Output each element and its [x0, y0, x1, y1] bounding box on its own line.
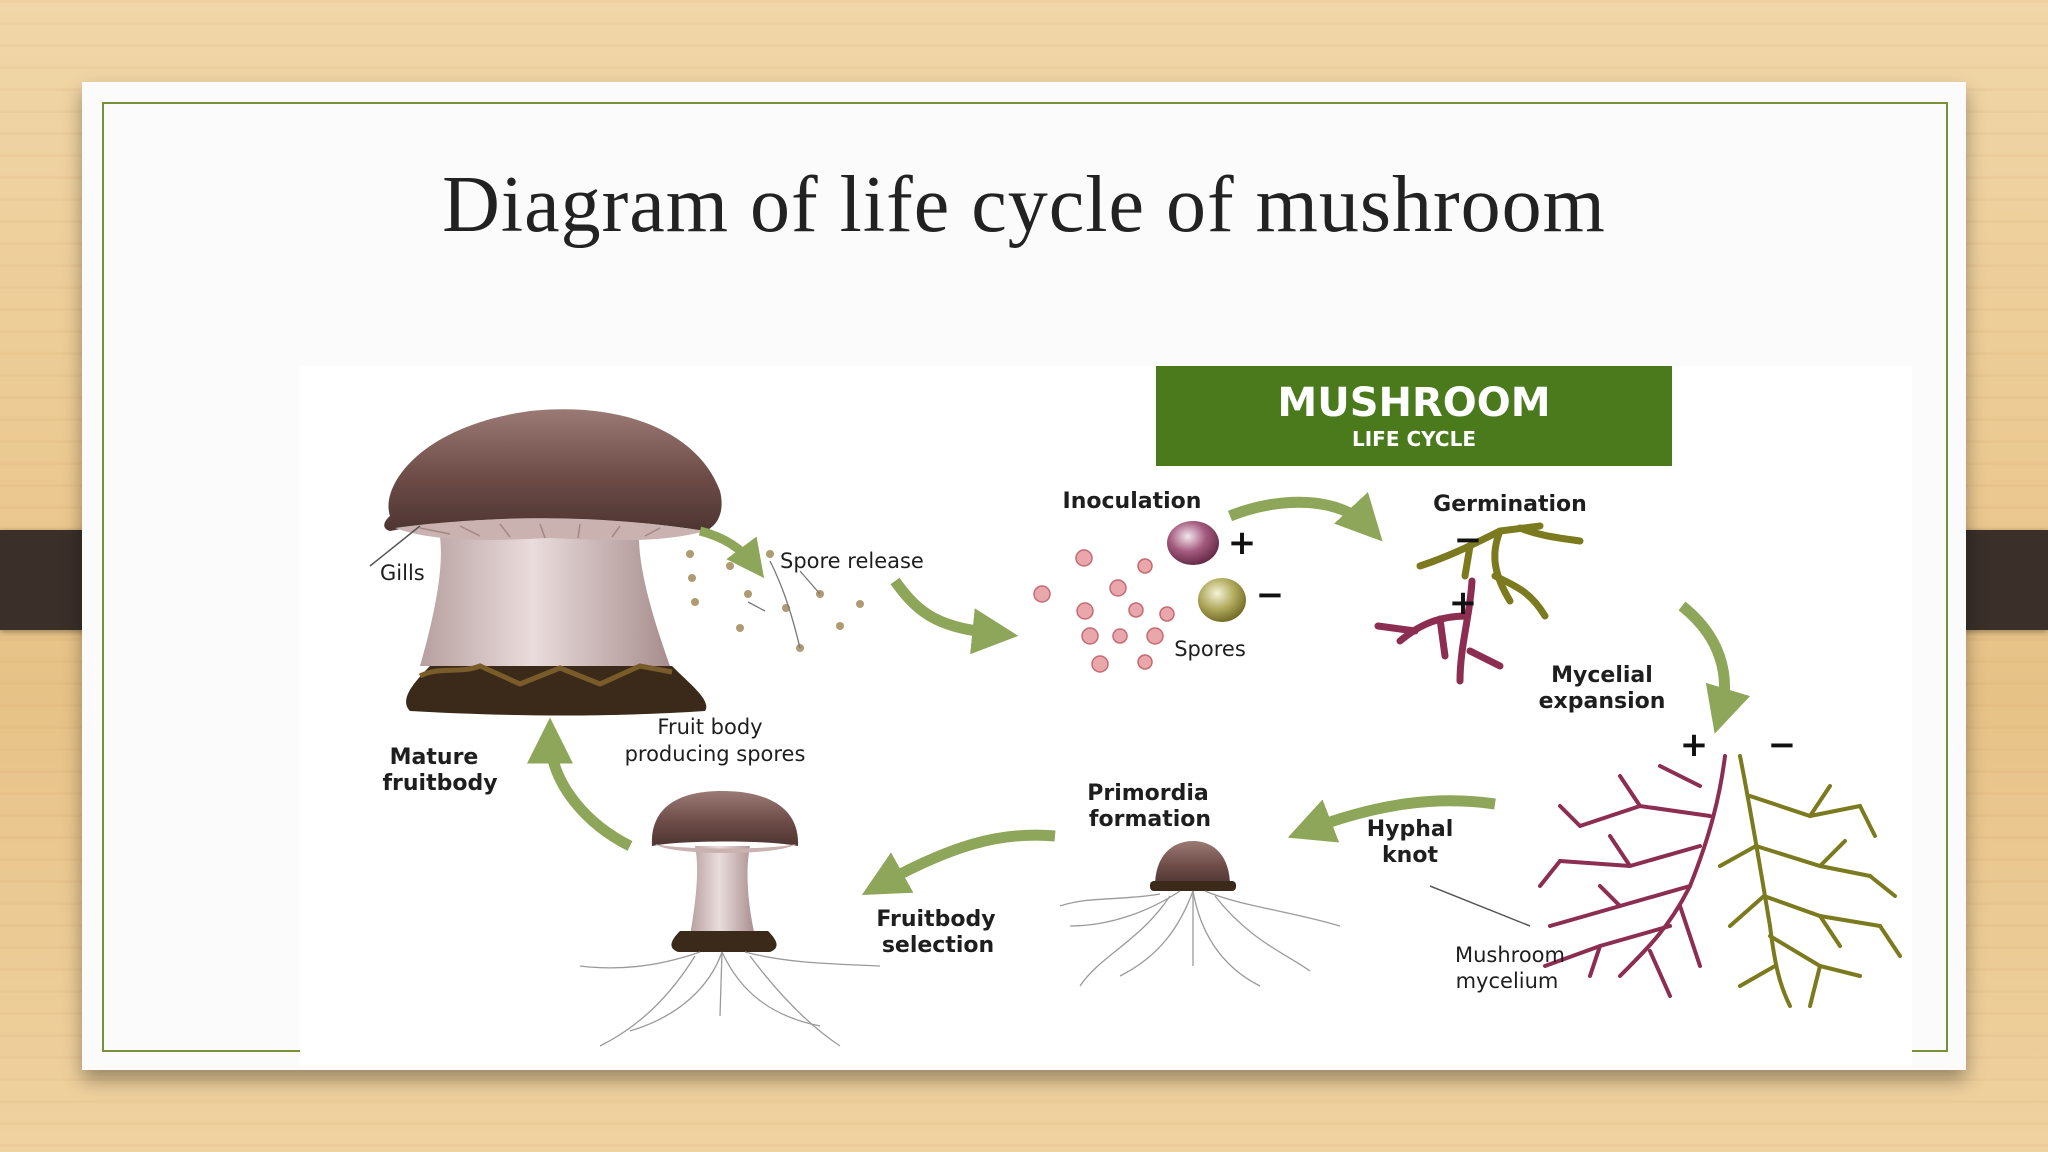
- gills-pointer: [369, 525, 421, 567]
- mycelial-expansion-label-line2: expansion: [1539, 689, 1666, 714]
- large-mushroom-illustration: [384, 409, 722, 716]
- arrow-to-primordia: [1287, 795, 1496, 843]
- mycelium-plus-sign: +: [1680, 725, 1709, 765]
- mushroom-mycelium-label-line2: mycelium: [1456, 969, 1559, 993]
- life-cycle-banner: MUSHROOM LIFE CYCLE: [1156, 366, 1672, 466]
- minus-spore: [1198, 578, 1246, 622]
- inoculum-spores: [1033, 549, 1175, 673]
- primordia-label-line2: formation: [1089, 807, 1211, 832]
- hyphal-knot-label-line1: Hyphal: [1367, 817, 1454, 842]
- fruit-body-label-line2: producing spores: [625, 742, 806, 766]
- mature-fruitbody-label-line2: fruitbody: [382, 771, 497, 796]
- mycelium-minus-sign: −: [1768, 725, 1797, 765]
- small-mushroom-illustration: [579, 791, 881, 1047]
- minus-germinating-hyphae: [1416, 522, 1584, 620]
- arrow-to-fruitbody-selection: [861, 829, 1056, 895]
- fruitbody-selection-label-line1: Fruitbody: [876, 907, 995, 932]
- diagram-svg: MUSHROOM LIFE CYCLE Gills: [369, 366, 1902, 1047]
- spore-release-arrow: [698, 526, 765, 579]
- spores-label: Spores: [1174, 637, 1246, 661]
- fruitbody-selection-label-line2: selection: [882, 933, 994, 958]
- spore-release-label: Spore release: [780, 549, 924, 573]
- banner-subtitle: LIFE CYCLE: [1352, 427, 1476, 451]
- arrow-to-mature-fruitbody: [526, 717, 633, 851]
- germination-plus-sign: +: [1449, 583, 1478, 623]
- banner-title: MUSHROOM: [1277, 380, 1550, 426]
- germination-label: Germination: [1433, 492, 1587, 517]
- arrow-to-inoculation: [890, 577, 1019, 655]
- slide-title: Diagram of life cycle of mushroom: [442, 161, 1606, 249]
- plus-spore: [1167, 521, 1219, 565]
- mature-fruitbody-label-line1: Mature: [390, 745, 479, 770]
- mushroom-mycelium-label-line1: Mushroom: [1455, 943, 1565, 967]
- arrow-to-mycelium: [1678, 601, 1751, 734]
- inoculation-label: Inoculation: [1063, 489, 1202, 514]
- spore-release-pointer: [747, 560, 821, 649]
- fruit-body-label-line1: Fruit body: [657, 715, 762, 739]
- mycelial-expansion-label-line1: Mycelial: [1551, 663, 1653, 688]
- minus-mycelium-network: [1718, 754, 1902, 1008]
- germination-minus-sign: −: [1454, 520, 1483, 560]
- arrow-to-germination: [1227, 491, 1383, 542]
- slide: Diagram of life cycle of mushroom: [82, 82, 1966, 1070]
- plus-germinating-hyphae: [1374, 577, 1504, 685]
- gills-label: Gills: [380, 561, 425, 585]
- primordia-illustration: [1059, 841, 1341, 987]
- life-cycle-diagram: MUSHROOM LIFE CYCLE Gills: [300, 366, 1912, 1066]
- minus-spore-sign: −: [1256, 575, 1285, 615]
- hyphal-knot-label-line2: knot: [1382, 843, 1438, 868]
- primordia-label-line1: Primordia: [1087, 781, 1209, 806]
- mycelium-pointer: [1429, 885, 1531, 927]
- plus-spore-sign: +: [1228, 523, 1257, 563]
- plus-mycelium-network: [1538, 754, 1727, 998]
